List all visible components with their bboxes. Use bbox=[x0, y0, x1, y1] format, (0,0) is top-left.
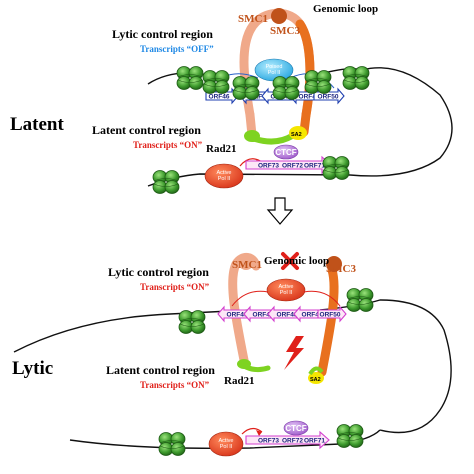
latent-latent-orfs: ORF73 ORF72 ORF71 bbox=[245, 155, 332, 175]
latent-orf72: ORF72 bbox=[282, 163, 303, 170]
lytic-ctcf-shape bbox=[283, 420, 309, 436]
lytic-orf47: ORF47 bbox=[253, 312, 274, 319]
lytic-smc1-head bbox=[238, 254, 254, 270]
latent-smc3-arm bbox=[295, 19, 315, 120]
lytic-panel: Lytic SMC1 SMC3 Genomic loop Lytic contr… bbox=[12, 252, 452, 457]
lytic-sa2-shape bbox=[308, 372, 324, 384]
lytic-nucleosome-3 bbox=[158, 432, 186, 456]
latent-nucleosome-1 bbox=[176, 66, 204, 90]
lytic-smc1-arm bbox=[228, 253, 261, 365]
latent-smc1-label: SMC1 bbox=[238, 13, 268, 25]
lytic-active-pol-top-shape bbox=[266, 278, 306, 302]
latent-orf71: ORF71 bbox=[304, 163, 325, 170]
lytic-arrow-right bbox=[303, 290, 341, 307]
lightning-bolt-icon bbox=[284, 336, 304, 370]
lytic-orf50: ORF50 bbox=[320, 312, 341, 319]
latent-orf49: ORF49 bbox=[299, 94, 320, 101]
latent-nucleosome-2 bbox=[202, 70, 230, 94]
latent-orf47: ORF47 bbox=[249, 94, 270, 101]
lytic-transcription-arrowhead bbox=[256, 430, 262, 436]
lytic-rad21-right bbox=[308, 366, 324, 376]
lytic-lytic-transcripts: Transcripts “ON” bbox=[140, 282, 210, 292]
down-arrow-icon bbox=[266, 197, 294, 225]
latent-nucleosome-8 bbox=[322, 156, 350, 180]
lytic-genomic-loop-label: Genomic loop bbox=[264, 255, 329, 267]
lytic-lytic-region-label: Lytic control region bbox=[108, 265, 209, 279]
lytic-nucleosome-1 bbox=[178, 310, 206, 334]
lytic-orf49-b: ORF49 bbox=[302, 312, 323, 319]
latent-panel: Latent SMC1 SMC3 Genomic loop Lytic cont… bbox=[10, 3, 453, 194]
lytic-nucleosome-4 bbox=[336, 424, 364, 448]
latent-sa2-label: SA2 bbox=[291, 132, 302, 138]
latent-ctcf-shape bbox=[273, 144, 299, 160]
lytic-smc3-head bbox=[326, 256, 342, 272]
lytic-orf72: ORF72 bbox=[282, 438, 303, 445]
lytic-latent-orfs: ORF73 ORF72 ORF71 bbox=[245, 430, 330, 450]
lytic-ctcf-label: CTCF bbox=[285, 424, 306, 433]
cross-icon bbox=[281, 252, 299, 270]
latent-active-pol-shape bbox=[204, 163, 244, 189]
lytic-smc3-arm bbox=[317, 265, 339, 377]
latent-ctcf-label: CTCF bbox=[275, 148, 296, 157]
latent-smc-hinge bbox=[271, 8, 287, 24]
lytic-rad21-bridge bbox=[241, 363, 271, 373]
latent-rad21-bridge bbox=[249, 133, 295, 145]
latent-orf73: ORF73 bbox=[258, 163, 279, 170]
latent-sa2-shape bbox=[289, 126, 307, 140]
lytic-orf49-a: ORF49 bbox=[227, 312, 248, 319]
latent-latent-transcripts: Transcripts “ON” bbox=[133, 140, 203, 150]
latent-state-label: Latent bbox=[10, 114, 65, 135]
lytic-orf48: ORF48 bbox=[277, 312, 298, 319]
latent-orf50: ORF50 bbox=[318, 94, 339, 101]
lytic-latent-transcripts: Transcripts “ON” bbox=[140, 380, 210, 390]
lytic-rad21-label: Rad21 bbox=[224, 375, 255, 387]
lytic-transcription-arrow bbox=[241, 427, 263, 435]
latent-nucleosome-4 bbox=[272, 76, 300, 100]
lytic-arrow-left bbox=[231, 290, 269, 307]
latent-nucleosome-7 bbox=[152, 170, 180, 194]
lytic-smc1-label: SMC1 bbox=[232, 259, 262, 271]
lytic-sa2-label: SA2 bbox=[310, 377, 321, 383]
latent-lytic-region-label: Lytic control region bbox=[112, 27, 213, 41]
lytic-dna-upper bbox=[13, 309, 251, 353]
latent-nucleosome-5 bbox=[304, 70, 332, 94]
lytic-lytic-orfs: ORF49 ORF47 ORF48 ORF49 ORF50 bbox=[217, 305, 347, 323]
latent-lytic-transcripts: Transcripts “OFF” bbox=[140, 44, 214, 54]
lytic-latent-region-label: Latent control region bbox=[106, 363, 215, 377]
latent-latent-region-label: Latent control region bbox=[92, 123, 201, 137]
latent-nucleosome-6 bbox=[342, 66, 370, 90]
latent-rad21-label: Rad21 bbox=[206, 143, 237, 155]
latent-genomic-loop-label: Genomic loop bbox=[313, 3, 378, 15]
latent-orf46: ORF46 bbox=[209, 94, 230, 101]
lytic-orf73: ORF73 bbox=[258, 438, 279, 445]
latent-smc3-label: SMC3 bbox=[270, 25, 300, 37]
lytic-state-label: Lytic bbox=[12, 358, 53, 379]
lytic-nucleosome-2 bbox=[346, 288, 374, 312]
lytic-orf71: ORF71 bbox=[304, 438, 325, 445]
lytic-smc3-label: SMC3 bbox=[326, 263, 356, 275]
lytic-active-pol-bottom-shape bbox=[208, 431, 244, 457]
